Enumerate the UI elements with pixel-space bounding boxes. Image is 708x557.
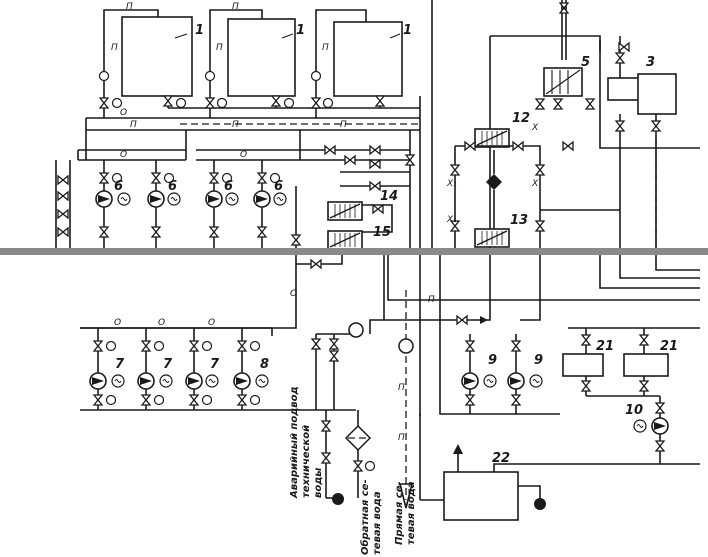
tank-label-22: 22 [492,451,510,466]
caption-direct-line-2: тевая вода [406,481,417,545]
boiler-label-1a: 1 [195,23,204,38]
svg-text:П: П [216,43,223,53]
svg-text:О: О [114,318,121,328]
heater-label-14: 14 [380,189,398,204]
heater-label-15: 15 [373,225,391,240]
svg-text:О: О [290,289,297,299]
svg-text:П: П [111,43,118,53]
caption-emergency-line-1: Аварийный подвод [289,386,300,499]
caption-emergency-line-3: воды [313,468,324,498]
svg-text:П: П [398,383,405,393]
label-3: 3 [646,55,655,70]
pump-label-9a: 9 [488,353,497,368]
pump-label-7c: 7 [210,357,220,372]
caption-return-line-1: Обратная се- [359,479,371,555]
svg-text:П: П [322,43,329,53]
right-top-codes: Х₁ Х₁ Х Х [446,123,539,225]
pump-label-6d: 6 [274,179,283,194]
svg-text:О: О [158,318,165,328]
scan-band [0,248,708,255]
label-12: 12 [512,111,530,126]
label-5: 5 [581,55,590,70]
pump-label-10: 10 [625,403,643,418]
svg-text:О: О [240,150,247,160]
svg-text:О: О [120,150,127,160]
heater-group-14-15 [291,145,415,250]
pump-label-8: 8 [260,357,269,372]
label-21b: 21 [660,339,678,354]
caption-return: Обратная се- тевая вода [359,479,383,555]
svg-text:П: П [398,433,405,443]
pump-group-7-8 [80,327,296,411]
svg-text:Х₁: Х₁ [446,179,457,189]
pump-group-9 [461,334,543,414]
caption-return-line-2: тевая вода [372,491,383,555]
pump-label-6a: 6 [114,179,123,194]
pump-label-6b: 6 [168,179,177,194]
label-13: 13 [510,213,528,228]
pump-label-7a: 7 [115,357,125,372]
lower-codes: О О О О П П П [114,289,435,443]
boiler-group [121,16,403,97]
group-21-10 [562,327,700,464]
caption-emergency-line-2: технической [301,425,312,498]
svg-text:Х₁: Х₁ [446,215,457,225]
caption-direct-line-1: Прямая се- [394,481,405,545]
svg-text:Х: Х [531,179,539,189]
label-21a: 21 [596,339,614,354]
boiler-pipe-codes: П П П О П П П О О П П [111,2,347,160]
right-top-group [431,0,700,250]
svg-text:Х: Х [531,123,539,133]
pump-label-6c: 6 [224,179,233,194]
pump-group-6 [55,160,287,250]
boiler-label-1b: 1 [296,23,305,38]
pump-label-9b: 9 [534,353,543,368]
svg-text:П: П [130,120,137,130]
boiler-label-1c: 1 [403,23,412,38]
caption-emergency: Аварийный подвод технической воды [289,386,324,499]
svg-text:О: О [120,108,127,118]
lower-piping [80,255,700,521]
svg-text:П: П [232,2,239,12]
svg-text:П: П [126,2,133,12]
pump-label-7b: 7 [163,357,173,372]
caption-direct: Прямая се- тевая вода [394,481,417,545]
svg-text:П: П [428,295,435,305]
svg-text:П: П [232,120,239,130]
svg-text:П: П [340,120,347,130]
svg-text:О: О [208,318,215,328]
